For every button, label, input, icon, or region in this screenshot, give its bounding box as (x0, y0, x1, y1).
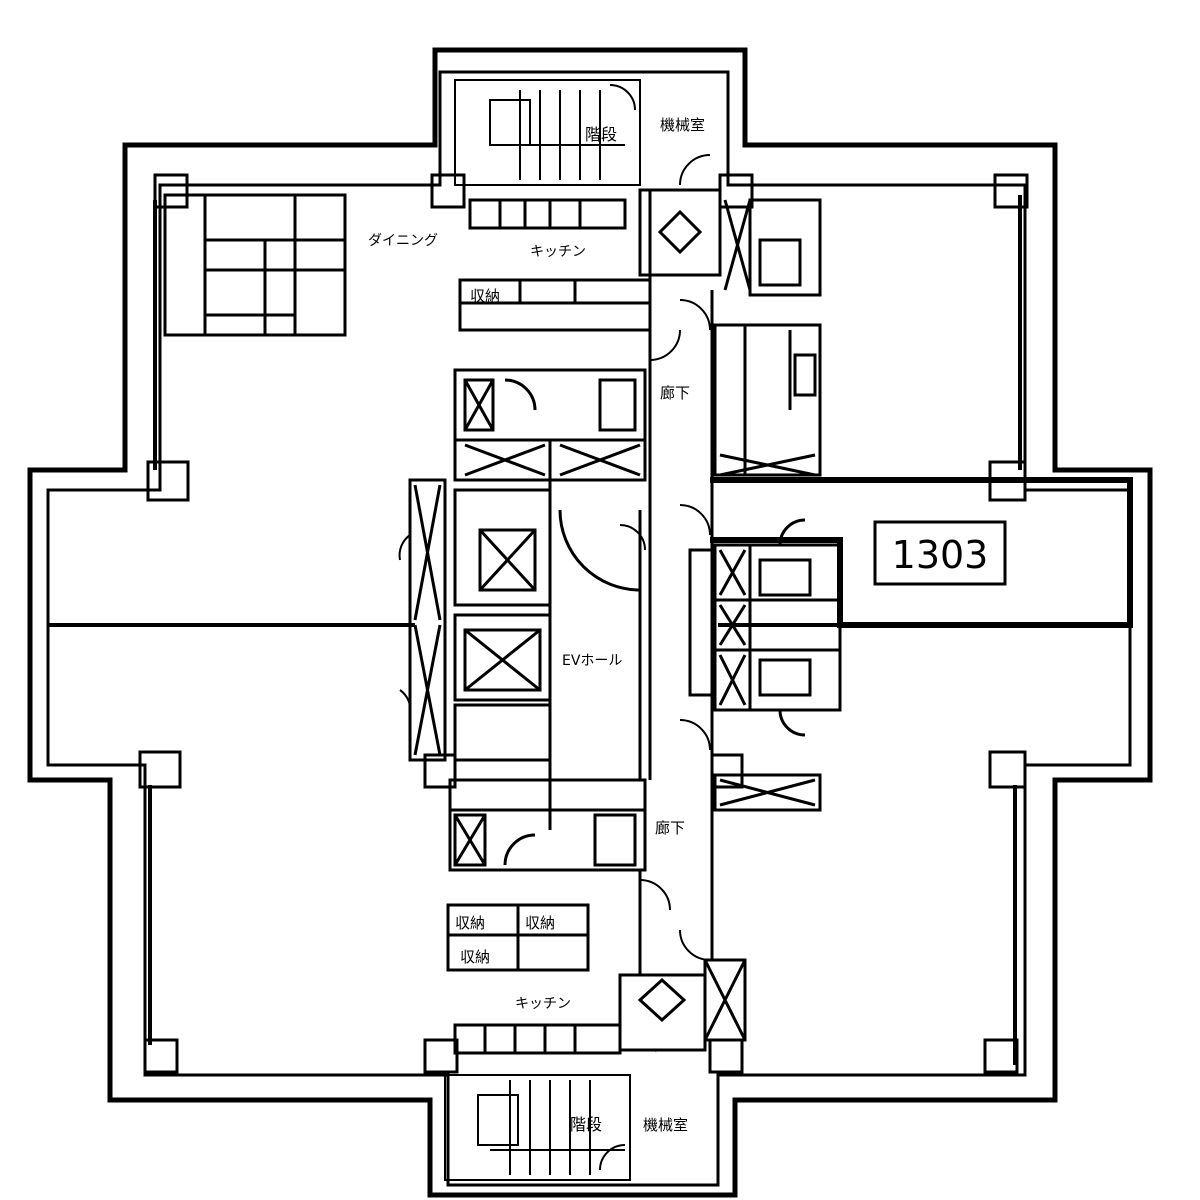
label-kitchen: キッチン (530, 244, 586, 260)
label-machine-room-south: 機械室 (643, 1116, 688, 1134)
label-dining: ダイニング (368, 233, 438, 249)
label-ev-hall: EVホール (562, 653, 622, 669)
unit-number: 1303 (892, 533, 989, 577)
label-corridor-upper: 廊下 (660, 384, 690, 402)
door-swings (398, 154, 711, 961)
room-labels: 階段 機械室 ダイニング キッチン 収納 廊下 EVホール 廊下 収納 収納 収… (368, 116, 705, 1134)
elevator-core (408, 368, 647, 830)
label-stair-north: 階段 (585, 125, 617, 144)
south-stair-core (444, 1074, 631, 1181)
outer-walls (27, 47, 1153, 1198)
dining-kitchen-block (163, 193, 347, 337)
label-corridor-south: 廊下 (655, 1050, 657, 1053)
unit-1303-area (710, 477, 1133, 628)
label-kitchen-lower: キッチン (515, 996, 571, 1012)
north-stair-core (454, 79, 641, 186)
label-storage-lower-b: 収納 (525, 914, 555, 932)
label-storage-lower-a: 収納 (455, 914, 485, 932)
unit-number-badge: 1303 (873, 520, 1007, 586)
inner-walls-outline (46, 70, 1132, 1187)
label-machine-room-north: 機械室 (660, 116, 705, 134)
label-storage-lower-c: 収納 (460, 948, 490, 966)
upper-storage-strip (458, 198, 652, 332)
label-stair-south: 階段 (570, 1115, 602, 1134)
label-corridor-lower: 廊下 (655, 819, 685, 837)
south-wet-area (618, 773, 822, 1052)
east-bath-block (688, 518, 842, 737)
label-storage-upper: 収納 (470, 287, 500, 305)
corridor-walls (638, 190, 714, 975)
north-wet-area (638, 188, 822, 477)
